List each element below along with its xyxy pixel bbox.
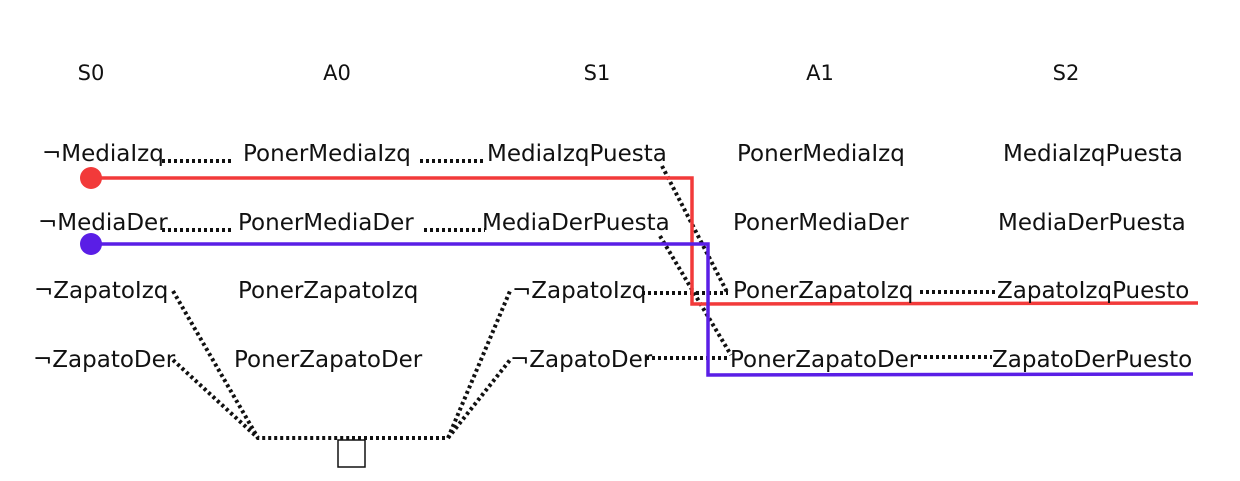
s1-zapato-izq: ¬ZapatoIzq [512, 278, 646, 304]
a1-poner-media-izq: PonerMediaIzq [737, 141, 905, 167]
s2-media-izq-puesta: MediaIzqPuesta [1003, 141, 1183, 167]
a0-poner-media-der: PonerMediaDer [238, 210, 414, 236]
dotted-links [162, 159, 996, 440]
s1-zapato-der: ¬ZapatoDer [510, 347, 653, 373]
header-s1: S1 [584, 61, 611, 85]
link-noop-to-zapatoder-right [446, 358, 512, 440]
s1-media-izq-puesta: MediaIzqPuesta [487, 141, 667, 167]
s2-zapato-izq-puesto: ZapatoIzqPuesto [997, 278, 1189, 304]
path-red [91, 176, 1199, 306]
path-start-blue-dot [80, 233, 102, 255]
s0-media-izq: ¬MediaIzq [42, 141, 164, 167]
s0-media-der: ¬MediaDer [38, 210, 168, 236]
noop-square [337, 439, 366, 468]
s2-media-der-puesta: MediaDerPuesta [998, 210, 1186, 236]
header-s2: S2 [1053, 61, 1080, 85]
header-a1: A1 [806, 61, 834, 85]
s0-zapato-izq: ¬ZapatoIzq [34, 278, 168, 304]
header-a0: A0 [323, 61, 351, 85]
s2-zapato-der-puesto: ZapatoDerPuesto [992, 347, 1192, 373]
path-blue [91, 242, 1194, 377]
link-mediaderpuesta-to-ponerzapatoder [658, 234, 733, 357]
a1-poner-zapato-der: PonerZapatoDer [730, 347, 919, 373]
a0-poner-zapato-izq: PonerZapatoIzq [238, 278, 418, 304]
link-mediaizqpuesta-to-ponerzapatoizq [660, 165, 729, 293]
s1-media-der-puesta: MediaDerPuesta [482, 210, 670, 236]
a1-poner-media-der: PonerMediaDer [733, 210, 909, 236]
a0-poner-zapato-der: PonerZapatoDer [234, 347, 423, 373]
header-s0: S0 [78, 61, 105, 85]
a1-poner-zapato-izq: PonerZapatoIzq [733, 278, 913, 304]
s0-zapato-der: ¬ZapatoDer [33, 347, 176, 373]
a0-poner-media-izq: PonerMediaIzq [243, 141, 411, 167]
link-zapatoder-left-to-noop [171, 358, 260, 440]
path-start-red-dot [80, 167, 102, 189]
